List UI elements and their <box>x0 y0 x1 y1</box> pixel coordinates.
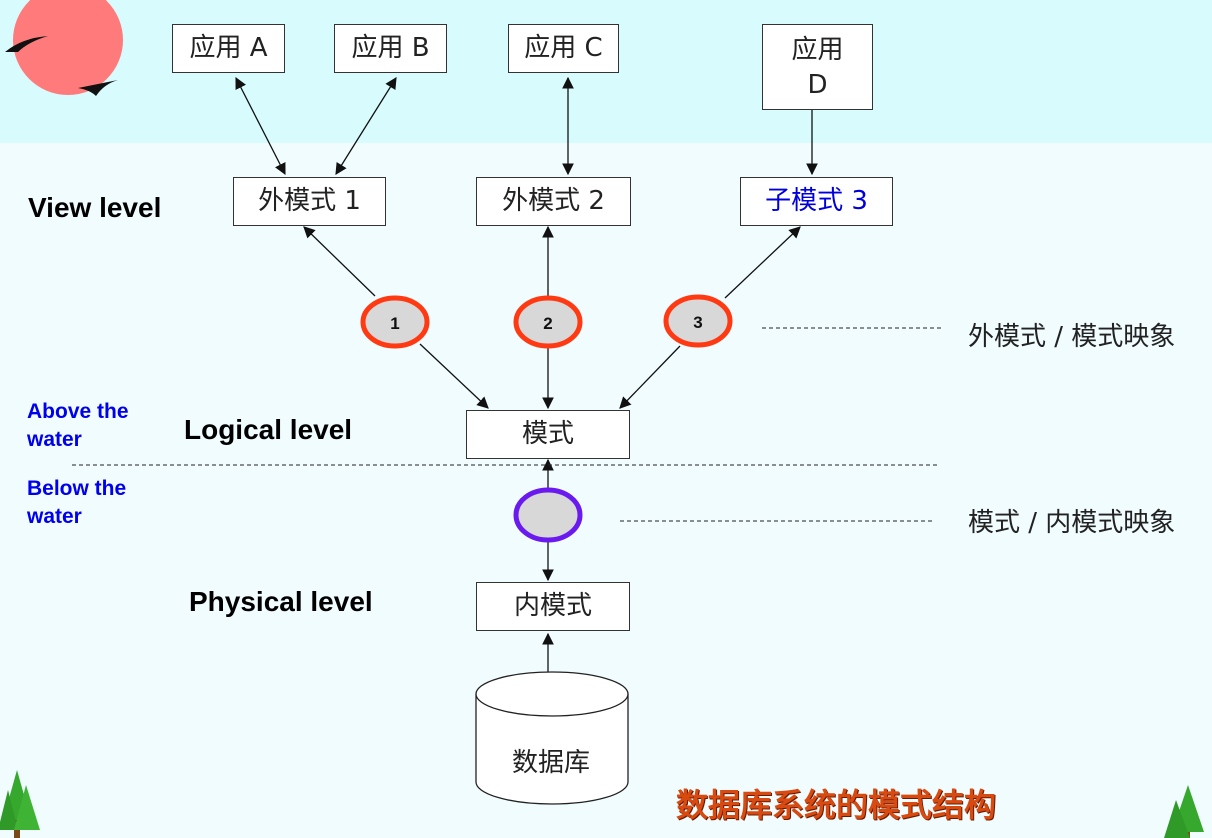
below-water-line-2: water <box>27 505 82 528</box>
external-schema-2-label: 外模式 2 <box>502 185 605 216</box>
internal-mapping-ellipse <box>513 487 583 543</box>
app-b-box: 应用 B <box>334 24 447 73</box>
logical-level-label: Logical level <box>184 414 353 445</box>
app-a-label: 应用 A <box>189 32 268 63</box>
mapping-ellipse-3 <box>663 294 733 348</box>
schema-label: 模式 <box>521 418 574 449</box>
app-a-box: 应用 A <box>172 24 285 73</box>
app-b-label: 应用 B <box>351 32 430 63</box>
app-d-box: 应用 D <box>762 24 873 110</box>
schema-internal-mapping-label: 模式 / 内模式映象 <box>968 508 1176 538</box>
tree-icon <box>1164 785 1204 838</box>
view-level-label: View level <box>28 192 162 223</box>
app-c-label: 应用 C <box>524 32 603 63</box>
sun-icon <box>13 0 123 95</box>
mapping-number-2: 2 <box>543 314 552 333</box>
above-water-label: Above the water <box>27 398 129 454</box>
app-c-box: 应用 C <box>508 24 619 73</box>
internal-schema-box: 内模式 <box>476 582 630 631</box>
mapping-ellipse-1 <box>360 295 430 349</box>
arrow-mapping-1-up <box>303 226 376 297</box>
mapping-ellipse-2 <box>513 295 583 349</box>
external-schema-2-box: 外模式 2 <box>476 177 631 226</box>
mapping-number-1: 1 <box>390 314 399 333</box>
above-water-line-2: water <box>27 428 82 451</box>
below-water-line-1: Below the <box>27 477 127 500</box>
internal-schema-label: 内模式 <box>513 590 592 621</box>
external-schema-1-label: 外模式 1 <box>258 185 361 216</box>
diagram-title: 数据库系统的模式结构 <box>676 786 997 824</box>
above-water-line-1: Above the <box>27 400 129 423</box>
external-schema-1-box: 外模式 1 <box>233 177 386 226</box>
physical-level-label: Physical level <box>189 586 373 617</box>
arrow-mapping-3-up <box>724 226 801 299</box>
bird-icon <box>5 36 48 52</box>
arrow-app-a-external-1 <box>235 76 286 176</box>
below-water-label: Below the water <box>27 475 126 531</box>
sub-schema-3-label: 子模式 3 <box>765 185 868 216</box>
arrow-mapping-3-down <box>619 345 681 409</box>
mapping-number-3: 3 <box>693 313 702 332</box>
database-label: 数据库 <box>512 748 591 778</box>
tree-icon <box>0 770 40 838</box>
bird-icon <box>78 80 118 96</box>
sub-schema-3-box: 子模式 3 <box>740 177 893 226</box>
arrow-app-b-external-1 <box>335 77 397 175</box>
app-d-label: 应用 D <box>791 35 844 101</box>
database-cylinder <box>475 671 629 805</box>
external-schema-mapping-label: 外模式 / 模式映象 <box>968 322 1176 352</box>
arrow-mapping-1-down <box>419 343 489 409</box>
schema-box: 模式 <box>466 410 630 459</box>
